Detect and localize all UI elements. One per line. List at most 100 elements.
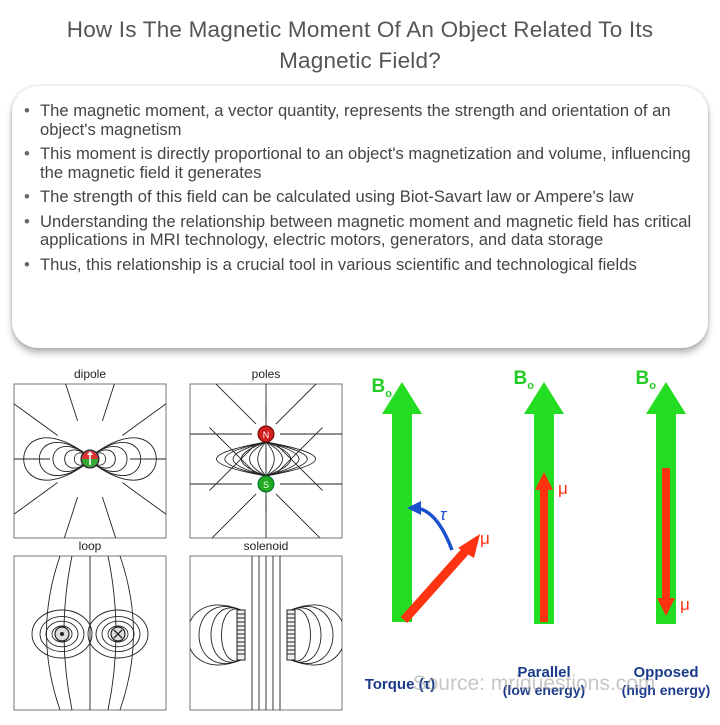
magnetic-figure: dipole poles loop solenoid N S [0, 358, 720, 720]
summary-card [12, 86, 708, 348]
list-item: • The magnetic moment, a vector quantity,… [24, 101, 696, 139]
solenoid-field-lines [190, 556, 342, 710]
field-line [265, 441, 308, 477]
solenoid-coil-right [286, 609, 296, 661]
parallel-caption: Parallel [517, 664, 570, 681]
moment-arrowhead [657, 598, 675, 616]
field-line [275, 427, 323, 475]
loop-wire-in-icon [110, 626, 126, 642]
moment-arrow [400, 543, 474, 623]
field-line [265, 441, 316, 477]
figure-svg: dipole poles loop solenoid N S [13, 367, 711, 711]
field-line [101, 620, 135, 648]
torque-diagram: Bo μ τ Torque (τ) [365, 376, 490, 693]
opposed-caption: Opposed [633, 664, 698, 681]
bullet-dot: • [24, 144, 30, 163]
bullet-dot: • [24, 254, 30, 274]
dipole-field-lines [14, 384, 166, 538]
field-line [89, 449, 116, 469]
field-line [275, 493, 321, 538]
bullet-dot: • [24, 187, 30, 206]
field-arrowhead [646, 382, 686, 414]
field-label: Bo [636, 368, 657, 392]
south-pole-label: S [263, 480, 269, 490]
field-line [46, 556, 61, 710]
field-line [257, 441, 267, 477]
field-line [275, 443, 323, 491]
field-line [107, 625, 129, 643]
field-line [89, 446, 128, 472]
field-line [64, 449, 91, 469]
field-arrowhead [382, 382, 422, 414]
field-line [14, 482, 58, 515]
north-pole-label: N [263, 430, 270, 440]
panel-label-loop: loop [79, 539, 102, 553]
list-item: • Understanding the relationship between … [24, 211, 696, 250]
field-line [101, 496, 117, 538]
field-line [290, 608, 311, 662]
field-line [290, 604, 342, 666]
field-line [31, 609, 93, 659]
field-line [265, 441, 283, 477]
field-line [119, 556, 134, 710]
torque-arrow [407, 501, 454, 551]
field-line [52, 446, 91, 472]
parallel-caption-sub: (low energy) [503, 682, 585, 698]
list-item: • This moment is directly proportional to… [24, 144, 696, 182]
list-item: • Thus, this relationship is a crucial to… [24, 254, 696, 275]
field-line [87, 609, 149, 659]
solenoid-coil-left [236, 609, 246, 661]
moment-arrowhead [535, 472, 553, 490]
south-pole-icon: S [257, 475, 275, 493]
parallel-diagram: Bo μ Parallel (low energy) [503, 368, 585, 698]
field-line [122, 403, 166, 436]
field-line [221, 608, 242, 662]
field-line [265, 441, 275, 477]
bullet-list: • The magnetic moment, a vector quantity,… [24, 101, 696, 280]
field-line [95, 615, 141, 653]
opposed-caption-sub: (high energy) [622, 682, 711, 698]
moment-arrow [540, 488, 548, 622]
field-arrowhead [524, 382, 564, 414]
field-label: Bo [372, 376, 393, 400]
moment-label: μ [480, 529, 490, 548]
page-title: How Is The Magnetic Moment Of An Object … [66, 17, 654, 73]
bullet-text: This moment is directly proportional to … [40, 144, 691, 182]
moment-arrowhead [458, 534, 480, 558]
panel-label-solenoid: solenoid [244, 539, 289, 553]
field-label: Bo [514, 368, 535, 392]
moment-label: μ [558, 479, 568, 498]
field-line [211, 493, 257, 538]
moment-label: μ [680, 595, 690, 614]
field-line [209, 427, 257, 475]
field-arrow-shaft [392, 412, 412, 622]
torque-caption: Torque (τ) [365, 676, 436, 693]
bullet-text: Thus, this relationship is a crucial too… [40, 254, 637, 274]
field-line [63, 496, 79, 538]
field-line [65, 384, 79, 422]
field-line [101, 384, 115, 422]
loop-wire-out-icon [54, 626, 70, 642]
field-line [14, 403, 58, 436]
field-line [190, 604, 242, 666]
bullet-text: Understanding the relationship between m… [40, 211, 692, 249]
field-line [224, 441, 267, 477]
panel-label-dipole: dipole [74, 367, 106, 381]
dipole-magnet-icon [80, 449, 100, 469]
list-item: • The strength of this field can be calcu… [24, 187, 696, 207]
north-pole-icon: N [257, 425, 275, 443]
field-line [290, 606, 334, 664]
poles-field-lines [190, 384, 342, 538]
source-watermark: Source: mriquestions.com [413, 672, 656, 695]
bullet-dot: • [24, 211, 30, 231]
bullet-text: The magnetic moment, a vector quantity, … [40, 101, 671, 139]
opposed-diagram: Bo μ Opposed (high energy) [622, 368, 711, 698]
field-line [198, 606, 242, 664]
bullet-text: The strength of this field can be calcul… [40, 187, 634, 206]
field-line [45, 620, 79, 648]
field-line [216, 441, 267, 477]
field-line [249, 441, 267, 477]
bullet-dot: • [24, 101, 30, 120]
field-line [209, 443, 257, 491]
field-line [275, 384, 317, 425]
